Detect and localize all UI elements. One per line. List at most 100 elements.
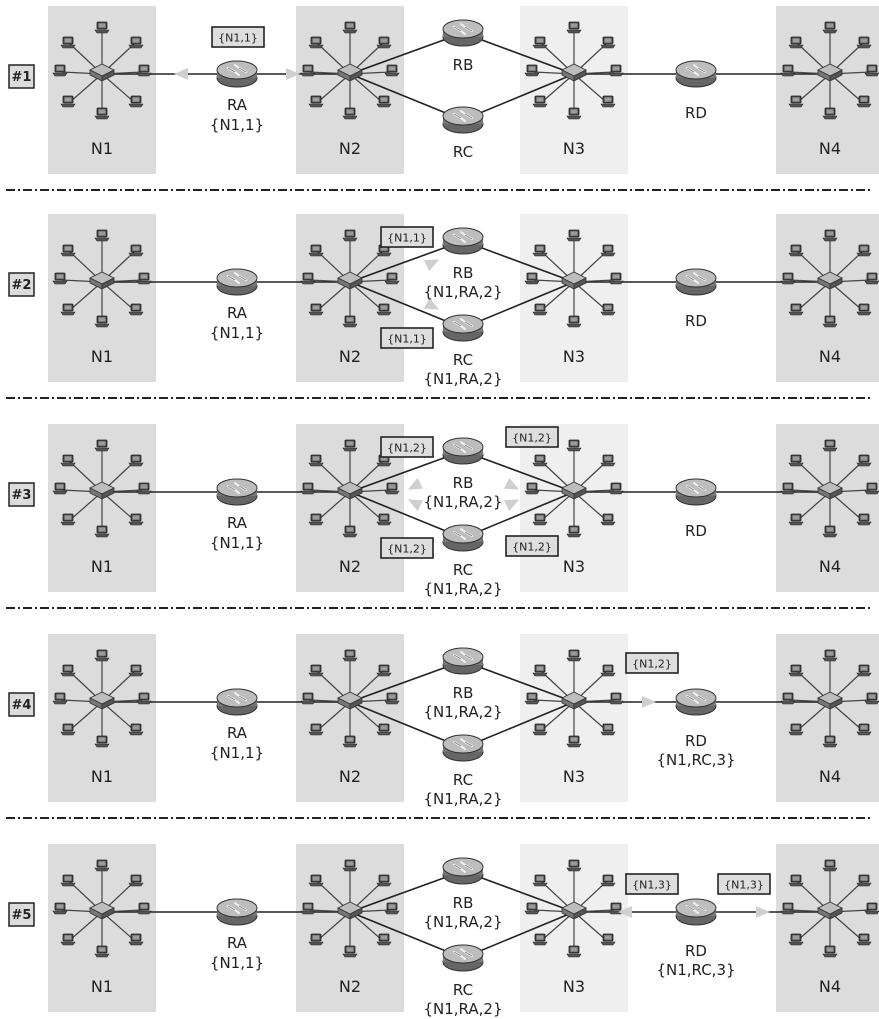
update-message-box: {N1,1} (380, 327, 434, 349)
router-rd-icon (675, 898, 717, 926)
step-badge (8, 64, 35, 89)
message-box-frame (625, 652, 679, 674)
message-text: {N1,2} (512, 432, 552, 445)
update-message-box: {N1,2} (380, 436, 434, 458)
router-label: RD (685, 732, 707, 750)
message-text: {N1,3} (632, 879, 672, 892)
routing-table-entry: {N1,RA,2} (423, 1000, 502, 1018)
message-arrow-icon (407, 477, 424, 490)
router-rd-icon (675, 688, 717, 716)
router-label: RD (685, 942, 707, 960)
network-panel-bg (776, 214, 879, 382)
update-message-box: {N1,1} (211, 26, 265, 48)
router-ra-icon (216, 478, 258, 506)
routing-table-entry: {N1,RA,2} (423, 283, 502, 301)
message-text: {N1,2} (632, 658, 672, 671)
step-label: #1 (12, 70, 32, 85)
router-rb-icon (442, 647, 484, 675)
message-arrow-icon (642, 696, 656, 708)
network-panel-bg (776, 424, 879, 592)
message-box-frame (717, 873, 771, 895)
step-label: #2 (12, 278, 32, 293)
message-text: {N1,1} (387, 232, 427, 245)
message-text: {N1,1} (387, 333, 427, 346)
message-arrow-icon (423, 259, 440, 272)
network-label: N3 (563, 557, 585, 576)
network-label: N3 (563, 977, 585, 996)
update-message-box: {N1,3} (717, 873, 771, 895)
router-ra-icon (216, 60, 258, 88)
message-arrow-icon (503, 477, 520, 490)
routing-table-entry: {N1,1} (210, 324, 264, 342)
routing-table-entry: {N1,RA,2} (423, 370, 502, 388)
message-text: {N1,2} (512, 541, 552, 554)
network-panel-bg (776, 844, 879, 1012)
network-label: N1 (91, 557, 113, 576)
update-message-box: {N1,1} (380, 226, 434, 248)
routing-table-entry: {N1,RC,3} (656, 961, 735, 979)
message-arrow-icon (407, 499, 424, 512)
router-label: RA (227, 514, 248, 532)
message-box-frame (211, 26, 265, 48)
network-panel-bg (776, 6, 879, 174)
routing-table-entry: {N1,RA,2} (423, 703, 502, 721)
message-arrow-icon (756, 906, 770, 918)
step-badge (8, 692, 35, 717)
router-label: RB (453, 894, 474, 912)
message-box-frame (505, 535, 559, 557)
network-label: N4 (819, 347, 841, 366)
router-label: RC (453, 771, 473, 789)
message-text: {N1,3} (724, 879, 764, 892)
router-label: RB (453, 684, 474, 702)
message-arrow-icon (423, 297, 440, 310)
message-box-frame (625, 873, 679, 895)
router-rc-icon (442, 734, 484, 762)
router-label: RC (453, 143, 473, 161)
router-rb-icon (442, 227, 484, 255)
routing-table-entry: {N1,1} (210, 534, 264, 552)
network-label: N2 (339, 977, 361, 996)
message-text: {N1,2} (387, 543, 427, 556)
message-box-frame (380, 327, 434, 349)
network-label: N3 (563, 347, 585, 366)
update-message-box: {N1,2} (380, 537, 434, 559)
message-box-frame (380, 537, 434, 559)
step-label: #4 (12, 698, 32, 713)
network-label: N1 (91, 977, 113, 996)
routing-table-entry: {N1,1} (210, 954, 264, 972)
router-label: RB (453, 56, 474, 74)
step-label: #5 (12, 908, 32, 923)
network-label: N2 (339, 347, 361, 366)
router-ra-icon (216, 268, 258, 296)
network-label: N2 (339, 767, 361, 786)
router-label: RB (453, 264, 474, 282)
step-badge (8, 482, 35, 507)
router-rc-icon (442, 944, 484, 972)
message-text: {N1,1} (218, 32, 258, 45)
message-arrow-icon (286, 68, 300, 80)
router-rc-icon (442, 106, 484, 134)
message-box-frame (380, 226, 434, 248)
router-label: RC (453, 561, 473, 579)
update-message-box: {N1,3} (625, 873, 679, 895)
step-label: #3 (12, 488, 32, 503)
network-label: N2 (339, 557, 361, 576)
update-message-box: {N1,2} (505, 535, 559, 557)
step-badge (8, 272, 35, 297)
router-label: RA (227, 304, 248, 322)
router-label: RA (227, 934, 248, 952)
router-label: RA (227, 96, 248, 114)
message-arrow-icon (174, 68, 188, 80)
network-panel-bg (776, 634, 879, 802)
message-box-frame (380, 436, 434, 458)
network-label: N3 (563, 767, 585, 786)
routing-table-entry: {N1,RC,3} (656, 751, 735, 769)
update-message-box: {N1,2} (505, 426, 559, 448)
network-label: N1 (91, 767, 113, 786)
network-label: N1 (91, 139, 113, 158)
message-arrow-icon (618, 906, 632, 918)
routing-table-entry: {N1,RA,2} (423, 790, 502, 808)
router-label: RB (453, 474, 474, 492)
